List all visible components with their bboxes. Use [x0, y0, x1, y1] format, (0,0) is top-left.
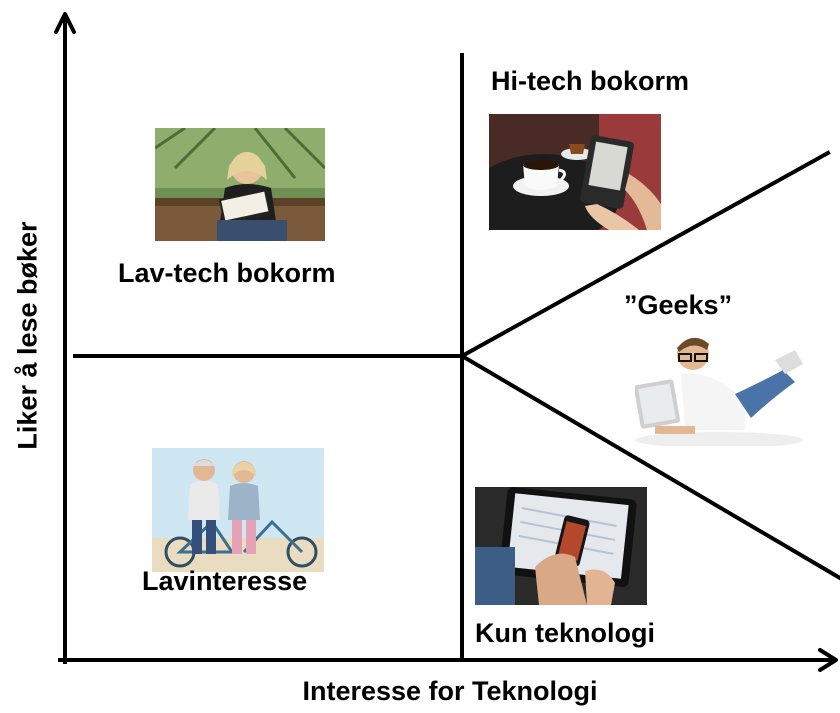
- lower-diagonal-divider: [459, 353, 840, 581]
- label-lav-tech-bokorm: Lav-tech bokorm: [118, 258, 336, 288]
- upper-diagonal-divider: [459, 150, 831, 359]
- x-axis-label: Interesse for Teknologi: [302, 676, 598, 706]
- y-axis-label: Liker å lese bøker: [12, 221, 43, 450]
- label-geeks: ”Geeks”: [624, 290, 733, 320]
- x-axis-arrowhead: [818, 648, 838, 672]
- woman-reading-book-photo: [155, 128, 325, 241]
- man-with-tablet-photo: [635, 330, 803, 446]
- label-hi-tech-bokorm: Hi-tech bokorm: [491, 66, 690, 96]
- label-lavinteresse: Lavinteresse: [142, 566, 308, 596]
- smartphone-and-tablet-photo: [475, 487, 647, 605]
- coffee-and-ereader-photo: [489, 114, 661, 230]
- label-kun-teknologi: Kun teknologi: [475, 618, 655, 648]
- elderly-couple-bikes-photo: [152, 448, 324, 572]
- y-axis-arrowhead: [54, 12, 76, 34]
